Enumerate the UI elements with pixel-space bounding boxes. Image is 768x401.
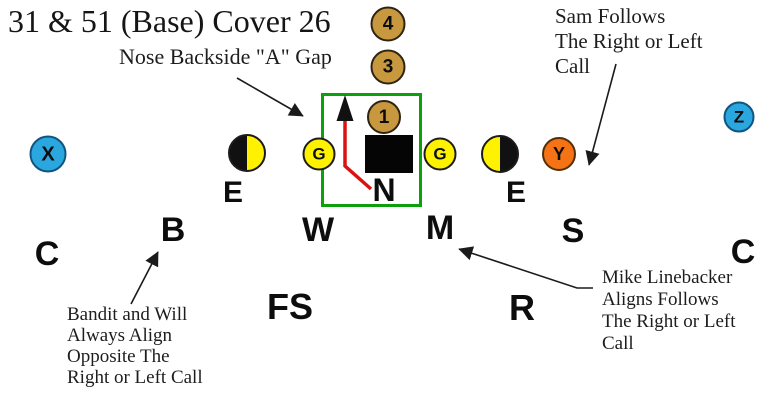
sam-pointer-arrow bbox=[585, 63, 617, 166]
note-mike-aligns-call: Mike Linebacker Aligns Follows The Right… bbox=[602, 267, 736, 354]
position-bandit: B bbox=[160, 211, 186, 249]
position-end-right: E bbox=[505, 176, 527, 209]
center-marker bbox=[365, 135, 413, 173]
position-will: W bbox=[301, 211, 335, 249]
guard-right-marker: G bbox=[423, 137, 457, 171]
position-mike: M bbox=[425, 209, 455, 247]
position-sam: S bbox=[561, 212, 585, 250]
position-corner-right: C bbox=[730, 233, 756, 271]
tackle-right-marker bbox=[481, 135, 519, 173]
receiver-x-marker: X bbox=[29, 135, 67, 173]
position-nose: N bbox=[372, 172, 396, 208]
back-1-marker: 1 bbox=[367, 100, 401, 134]
position-corner-left: C bbox=[34, 235, 60, 273]
page-title: 31 & 51 (Base) Cover 26 bbox=[8, 3, 331, 39]
back-4-marker: 4 bbox=[370, 6, 406, 42]
bandit-pointer-arrow bbox=[130, 251, 159, 305]
note-nose-backside-a-gap: Nose Backside "A" Gap bbox=[119, 44, 332, 69]
note-sam-follows-call: Sam Follows The Right or Left Call bbox=[555, 4, 703, 78]
guard-left-marker: G bbox=[302, 137, 336, 171]
position-rover: R bbox=[509, 287, 535, 328]
back-3-marker: 3 bbox=[370, 49, 406, 85]
mike-pointer-arrow bbox=[458, 246, 593, 289]
receiver-y-marker: Y bbox=[542, 137, 576, 171]
position-free-safety: FS bbox=[266, 286, 314, 327]
note-bandit-will-align: Bandit and Will Always Align Opposite Th… bbox=[67, 304, 203, 388]
tackle-left-marker bbox=[228, 134, 266, 172]
receiver-z-marker: Z bbox=[723, 101, 755, 133]
nose-gap-pointer-arrow bbox=[236, 77, 304, 117]
position-end-left: E bbox=[222, 176, 244, 209]
